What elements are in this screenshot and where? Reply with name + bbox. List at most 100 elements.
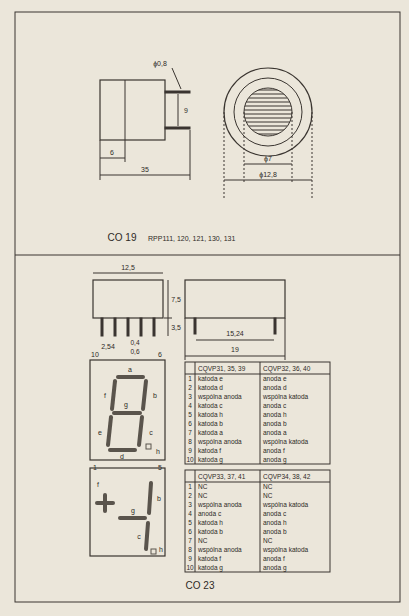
table-cell: anoda b	[263, 529, 287, 536]
table-cell: anoda a	[263, 430, 287, 437]
sensor-grid-line	[240, 122, 296, 123]
table-cell: 9	[188, 448, 192, 455]
table-cell: katoda f	[198, 556, 221, 563]
table-cell: anoda e	[263, 376, 287, 383]
dimension-label: c	[137, 533, 141, 540]
table-rule	[185, 482, 330, 483]
table-cell: anoda g	[263, 457, 287, 464]
table-cell: wspólna katoda	[263, 502, 308, 509]
dimension-label: 35	[141, 166, 149, 173]
dimension-label: 0,6	[130, 349, 139, 356]
table-cell: 6	[188, 529, 192, 536]
table-cell: 4	[188, 511, 192, 518]
table-cell: 1	[188, 484, 192, 491]
table-cell: katoda e	[198, 376, 223, 383]
table-cell: 6	[188, 421, 192, 428]
table-cell: katoda a	[198, 430, 223, 437]
table-cell: 7	[188, 430, 192, 437]
table-rule	[185, 374, 330, 375]
dimension-label: 0,4	[130, 340, 139, 347]
table-cell: 5	[188, 520, 192, 527]
table-rule	[260, 470, 261, 572]
table-cell: 8	[188, 439, 192, 446]
dimension-label: 5	[158, 464, 162, 471]
dimension-label: 15,24	[226, 330, 244, 337]
sensor-grid-line	[240, 110, 296, 111]
dimension-label: h	[159, 546, 163, 553]
table-cell: CQVP33, 37, 41	[198, 473, 245, 480]
photoresistor-side-view	[100, 68, 190, 180]
dimension-label: d	[120, 453, 124, 460]
table-rule	[260, 362, 261, 464]
dimension-label: 7,5	[171, 296, 181, 303]
table-cell: CQVP32, 36, 40	[263, 365, 310, 372]
dimension-label: 9	[184, 107, 188, 114]
table-cell: 2	[188, 493, 192, 500]
dimension-label: ϕ12,8	[259, 171, 277, 178]
dimension-label: b	[153, 392, 157, 399]
table-cell: wspólna anoda	[198, 502, 242, 509]
dimension-label: RPP111, 120, 121, 130, 131	[148, 235, 235, 242]
table-cell: NC	[263, 493, 272, 500]
dimension-label: 3,5	[171, 324, 181, 331]
dimension-label: 6	[158, 351, 162, 358]
table-cell: katoda b	[198, 421, 223, 428]
table-rule	[195, 470, 196, 572]
table-cell: katoda b	[198, 529, 223, 536]
table-cell: 7	[188, 538, 192, 545]
table-cell: katoda d	[198, 385, 223, 392]
table-cell: anoda c	[263, 511, 286, 518]
table-cell: anoda c	[198, 511, 221, 518]
table-cell: wspólna anoda	[198, 394, 242, 401]
dimension-label: a	[128, 366, 132, 373]
plus-minus-one-digit	[90, 468, 165, 556]
table-border	[185, 362, 330, 464]
table-cell: katoda h	[198, 520, 223, 527]
table-cell: katoda f	[198, 448, 221, 455]
table-cell: NC	[198, 538, 207, 545]
table-cell: anoda f	[263, 448, 285, 455]
table-cell: 3	[188, 394, 192, 401]
table-cell: CQVP34, 38, 42	[263, 473, 310, 480]
table-cell: katoda c	[198, 403, 223, 410]
sensor-grid-line	[240, 118, 296, 119]
table-cell: 5	[188, 412, 192, 419]
dimension-label: 6	[110, 149, 114, 156]
dimension-label: f	[104, 392, 106, 399]
sensor-grid-line	[240, 114, 296, 115]
table-rule	[195, 362, 196, 464]
display-front-view	[93, 273, 172, 336]
dimension-label: ϕ7	[264, 155, 272, 162]
dimension-label: CO 23	[186, 581, 215, 591]
dimension-label: ϕ0,8	[153, 60, 167, 67]
display-pin	[140, 318, 142, 336]
section-divider	[15, 255, 400, 256]
dimension-label: 12,5	[121, 264, 135, 271]
dimension-label: b	[157, 495, 161, 502]
sensor-grid-line	[240, 90, 296, 91]
table-cell: wspólna anoda	[198, 439, 242, 446]
dimension-label: e	[98, 429, 102, 436]
display-side-view	[185, 280, 285, 360]
table-cell: NC	[263, 484, 272, 491]
table-border	[185, 470, 330, 572]
dimension-label: c	[149, 429, 153, 436]
sensor-grid-line	[240, 126, 296, 127]
dimension-label: 19	[231, 346, 239, 353]
table-cell: anoda b	[263, 421, 287, 428]
table-cell: wspólna katoda	[263, 547, 308, 554]
display-pin	[114, 318, 116, 336]
sensor-grid-line	[240, 102, 296, 103]
sensor-grid-line	[240, 134, 296, 135]
pinout-tables	[185, 362, 330, 572]
table-cell: NC	[198, 493, 207, 500]
table-cell: wspólna katoda	[263, 439, 308, 446]
seven-segment-digit	[90, 360, 165, 460]
table-cell: 3	[188, 502, 192, 509]
photoresistor-front-view	[224, 68, 312, 198]
page-frame	[15, 12, 400, 602]
sensor-grid-line	[240, 130, 296, 131]
table-cell: wspólna katoda	[263, 394, 308, 401]
dimension-label: CO 19	[108, 233, 137, 243]
table-cell: wspólna anoda	[198, 547, 242, 554]
